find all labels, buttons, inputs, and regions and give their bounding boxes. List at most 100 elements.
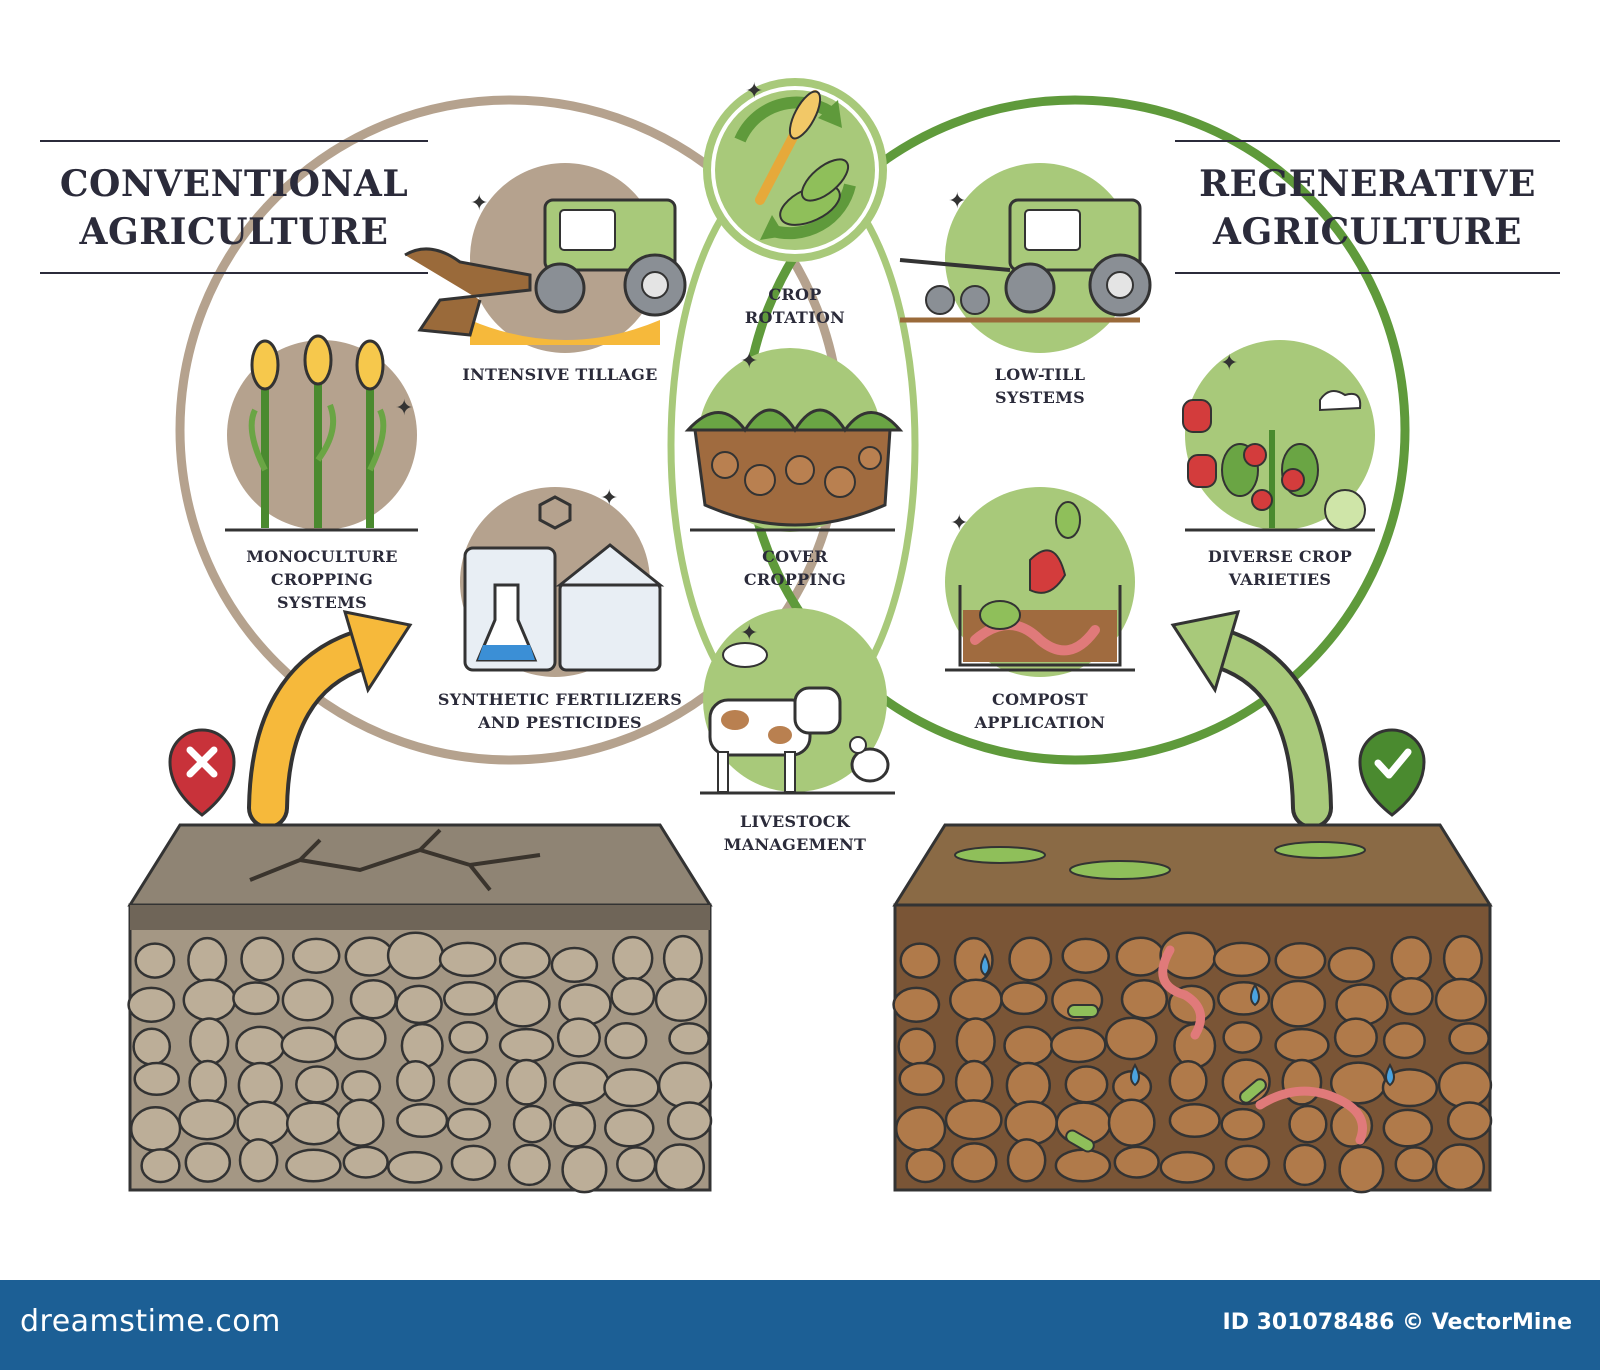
soil-stone — [291, 937, 341, 974]
soil-stone — [132, 1027, 172, 1066]
soil-stone — [666, 1101, 713, 1141]
healthy-soil-block — [892, 823, 1493, 1194]
soil-stone — [1217, 981, 1271, 1016]
regenerative-heading: REGENERATIVE AGRICULTURE — [1199, 163, 1536, 253]
svg-text:✦: ✦ — [745, 79, 763, 104]
soil-stone — [1434, 977, 1488, 1023]
soil-stone — [295, 1065, 339, 1104]
soil-stone — [894, 1106, 947, 1152]
soil-stone — [662, 934, 703, 983]
soil-stone — [238, 1138, 279, 1183]
soil-stone — [438, 941, 497, 978]
soil-stone — [443, 981, 497, 1016]
soil-stone — [556, 1017, 601, 1058]
footer-credit: ID 301078486 © VectorMine — [1222, 1310, 1572, 1335]
soil-stone — [1107, 1098, 1156, 1147]
monoculture-icon: ✦ — [225, 334, 418, 532]
soil-stone — [1104, 1016, 1158, 1061]
soil-stone — [1222, 1020, 1263, 1054]
soil-stone — [1382, 1108, 1434, 1148]
soil-stone — [610, 977, 656, 1016]
conventional-arrow — [247, 610, 413, 829]
soil-stone — [396, 1059, 436, 1103]
label-livestock: LIVESTOCK MANAGEMENT — [723, 812, 867, 854]
regenerative-arrow — [1170, 610, 1333, 829]
soil-stone — [898, 1061, 945, 1097]
soil-stone — [1159, 1150, 1216, 1184]
soil-stone — [1281, 1058, 1323, 1106]
soil-stone — [1168, 1102, 1221, 1139]
soil-stone — [188, 1059, 228, 1105]
diagram: ✦ ✦ ✦ ✦ — [40, 78, 1560, 1194]
soil-stone — [447, 1058, 497, 1106]
crop-rotation-icon: ✦ — [703, 78, 887, 262]
soil-stone — [134, 942, 176, 979]
svg-text:✦: ✦ — [1220, 351, 1238, 376]
soil-stone — [1050, 1026, 1107, 1064]
soil-stone — [280, 1026, 338, 1064]
soil-stone — [446, 1107, 492, 1141]
soil-stone — [1006, 1138, 1047, 1183]
soil-stone — [553, 1103, 597, 1148]
soil-stone — [1064, 1065, 1109, 1104]
soil-stone — [235, 1025, 286, 1066]
soil-stone — [611, 935, 654, 981]
soil-stone — [386, 931, 445, 980]
soil-stone — [1274, 942, 1327, 979]
svg-text:✦: ✦ — [740, 621, 758, 646]
soil-stone — [396, 1102, 449, 1139]
soil-stone — [341, 1070, 382, 1104]
compost-icon: ✦ — [945, 487, 1135, 677]
soil-stone — [507, 1143, 551, 1187]
cover-cropping-icon: ✦ — [684, 348, 904, 532]
livestock-icon: ✦ — [700, 608, 895, 795]
soil-stone — [450, 1144, 497, 1181]
soil-stone — [668, 1022, 710, 1055]
soil-stone — [494, 979, 551, 1028]
soil-stone — [603, 1068, 660, 1108]
soil-stone — [1120, 978, 1169, 1020]
soil-stone — [1388, 977, 1434, 1016]
soil-stone — [133, 1061, 180, 1097]
conventional-heading: CONVENTIONAL AGRICULTURE — [59, 163, 409, 253]
soil-stone — [1394, 1146, 1435, 1183]
soil-stone — [654, 977, 708, 1023]
soil-stone — [654, 1143, 706, 1192]
soil-stone — [1442, 934, 1483, 983]
soil-stone — [1382, 1021, 1426, 1060]
soil-stone — [400, 1022, 444, 1069]
low-till-icon: ✦ — [899, 163, 1152, 353]
soil-stone — [184, 1142, 232, 1183]
footer-brand: dreamstime.com — [20, 1304, 281, 1339]
svg-text:✦: ✦ — [395, 396, 413, 421]
label-cover-cropping: COVER CROPPING — [743, 547, 847, 589]
soil-stone — [1054, 1148, 1112, 1183]
soil-stone — [955, 1017, 996, 1066]
check-badge-icon — [1358, 728, 1426, 817]
svg-text:✦: ✦ — [740, 349, 758, 374]
svg-text:✦: ✦ — [948, 189, 966, 214]
label-monoculture: MONOCULTURE CROPPING SYSTEMS — [246, 547, 398, 612]
soil-stone — [1274, 1027, 1330, 1063]
soil-stone — [1004, 1100, 1058, 1146]
label-compost: COMPOST APPLICATION — [974, 690, 1106, 732]
soil-stone — [1168, 1059, 1208, 1103]
degraded-soil-block — [127, 823, 713, 1194]
soil-stone — [1270, 979, 1327, 1028]
soil-stone — [236, 1100, 290, 1146]
soil-stone — [616, 1146, 657, 1183]
svg-text:✦: ✦ — [600, 486, 618, 511]
soil-stone — [182, 978, 237, 1022]
soil-stone — [1212, 941, 1271, 978]
soil-stone — [604, 1021, 648, 1060]
soil-stone — [1381, 1068, 1439, 1108]
soil-stone — [657, 1061, 713, 1109]
soil-stone — [604, 1108, 655, 1148]
soil-stone — [1220, 1107, 1266, 1141]
soil-stone — [1333, 1017, 1378, 1058]
soil-stone — [1008, 936, 1053, 982]
soil-stone — [949, 978, 1003, 1022]
soil-stone — [905, 1148, 946, 1184]
label-low-till: LOW-TILL SYSTEMS — [994, 365, 1086, 407]
soil-stone — [127, 986, 176, 1023]
